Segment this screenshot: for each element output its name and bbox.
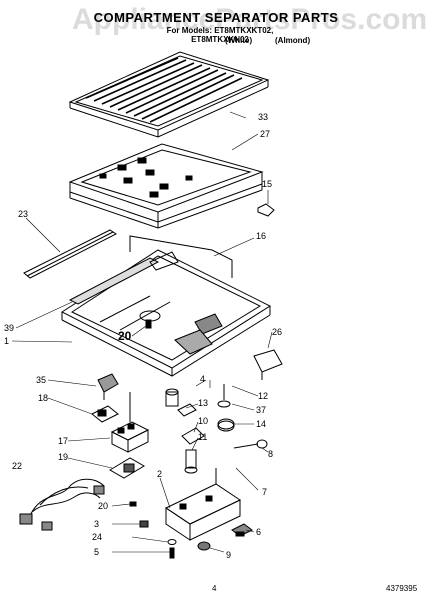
callout-20-top: 20 (118, 329, 132, 343)
callout-26: 26 (272, 327, 283, 337)
callout-19: 19 (58, 452, 69, 462)
white-label: (White) (225, 36, 253, 45)
wedge-tab-part (253, 349, 283, 380)
diagram-title: COMPARTMENT SEPARATOR PARTS (93, 10, 339, 25)
document-number: 4379395 (386, 584, 418, 593)
callout-1: 1 (4, 336, 10, 346)
bezel-part (109, 457, 145, 479)
model-line: For Models: ET8MTKXKT02, ET8MTKXKN02 (166, 26, 274, 44)
callout-5: 5 (94, 547, 100, 557)
grommet-part (197, 541, 211, 551)
plate-part (91, 405, 119, 423)
clip-20-part (129, 501, 137, 507)
washer-part (167, 539, 177, 545)
callout-27: 27 (260, 129, 271, 139)
watermark: AppliancePartsPros.com (72, 3, 428, 36)
callout-37: 37 (256, 405, 267, 415)
gasket-strip-part (23, 229, 117, 279)
callout-15: 15 (262, 179, 273, 189)
callout-8: 8 (268, 449, 274, 459)
sensor-part (233, 439, 268, 449)
callout-39: 39 (4, 323, 15, 333)
callout-33: 33 (258, 112, 269, 122)
callout-4: 4 (200, 374, 206, 384)
page-number: 4 (212, 584, 217, 593)
callout-24: 24 (92, 532, 103, 542)
bracket-part (97, 373, 119, 400)
callout-14: 14 (256, 419, 267, 429)
callout-12: 12 (258, 391, 269, 401)
clip-3-part (139, 520, 149, 528)
callout-7: 7 (262, 487, 268, 497)
callout-22: 22 (12, 461, 23, 471)
knob-stack-part (217, 384, 235, 432)
thermostat-stack-part (165, 388, 205, 474)
callout-17: 17 (58, 436, 69, 446)
clip-part (257, 203, 275, 217)
callout-6: 6 (256, 527, 262, 537)
callout-23: 23 (18, 209, 29, 219)
wire-loop-part (129, 235, 233, 278)
callout-9: 9 (226, 550, 232, 560)
almond-label: (Almond) (275, 36, 311, 45)
leader-lines (11, 111, 273, 553)
callout-2: 2 (157, 469, 163, 479)
screw-20-part (145, 319, 152, 329)
callout-35: 35 (36, 375, 47, 385)
callout-10: 10 (198, 416, 209, 426)
grille-panel-part (68, 51, 270, 138)
callout-18: 18 (38, 393, 49, 403)
callout-20-bottom: 20 (98, 501, 109, 511)
wire-harness-part (19, 478, 105, 531)
separator-base-part (60, 249, 272, 377)
callout-3: 3 (94, 519, 100, 529)
screw-part (169, 547, 175, 559)
callout-11: 11 (198, 432, 208, 442)
control-housing-part (110, 392, 150, 453)
mounting-box-part (164, 468, 242, 541)
callout-16: 16 (256, 231, 267, 241)
separator-frame-part (68, 143, 264, 229)
switch-part (231, 523, 253, 537)
callout-13: 13 (198, 398, 209, 408)
